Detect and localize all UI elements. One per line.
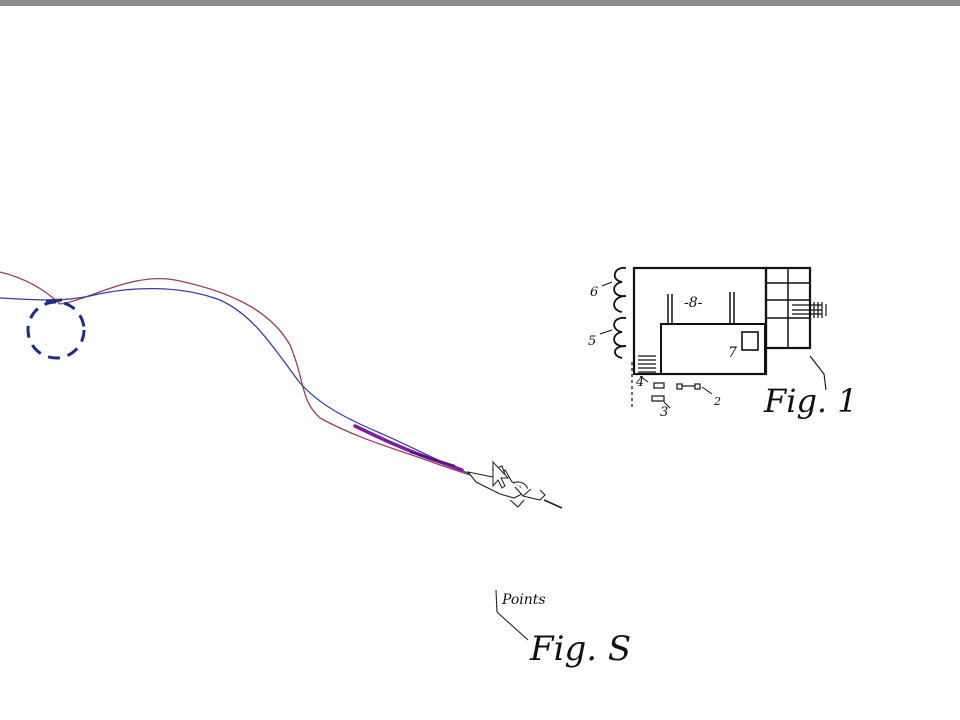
inner-module — [660, 323, 766, 375]
fig-1-leader — [809, 355, 827, 391]
label-4: 4 — [635, 375, 644, 390]
points-leader-line — [495, 589, 529, 641]
label-5: 5 — [588, 334, 596, 349]
blue-wire-mark — [45, 298, 63, 303]
patent-drawing: Points Fig. S — [0, 266, 858, 669]
probe-handle — [466, 465, 563, 509]
label-2: 2 — [713, 395, 721, 408]
grille-4 — [638, 355, 656, 373]
fig-s-drawing: Points Fig. S — [0, 271, 631, 669]
pointer-cursor-icon — [492, 460, 510, 489]
label-6: 6 — [590, 285, 598, 300]
window-top-bar — [0, 0, 960, 6]
connector-ribs — [792, 302, 827, 318]
points-label: Points — [501, 592, 546, 608]
dashed-circle — [26, 300, 86, 360]
housing-outer — [632, 266, 768, 376]
purple-sheath-inner — [409, 451, 456, 467]
component-7 — [741, 331, 759, 351]
drawing-canvas: Points Fig. S — [0, 6, 960, 720]
fig-1-labels: 6 5 4 3 2 7 -8- — [588, 285, 737, 420]
fig-1-caption: Fig. 1 — [763, 382, 858, 420]
label-3: 3 — [660, 405, 668, 420]
label-8: -8- — [684, 295, 703, 311]
red-wire — [0, 271, 471, 476]
fig-s-caption: Fig. S — [529, 629, 631, 669]
lobes — [613, 267, 627, 359]
blue-wire — [0, 287, 471, 475]
fig-1-drawing — [599, 266, 827, 410]
label-7: 7 — [728, 345, 737, 361]
